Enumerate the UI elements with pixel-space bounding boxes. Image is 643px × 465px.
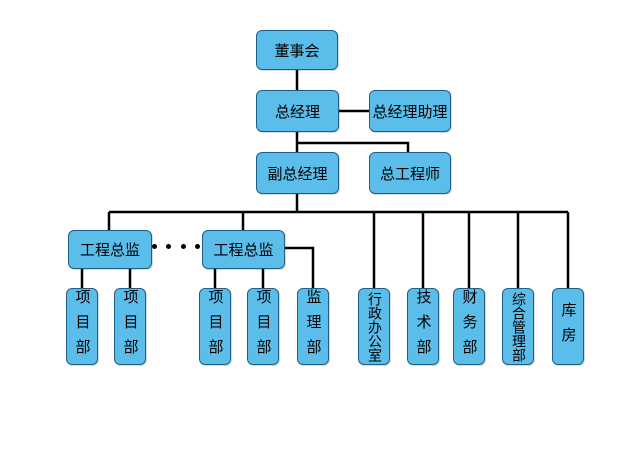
dot xyxy=(152,243,157,249)
deputy-gm-node: 副总经理 xyxy=(256,152,339,194)
gm-assistant-node: 总经理助理 xyxy=(369,90,451,132)
tech-dept-node: 技术部 xyxy=(407,288,439,365)
project-director-node-2: 工程总监 xyxy=(202,230,285,269)
project-dept-node-2: 项目部 xyxy=(114,288,146,365)
admin-office-node: 行政办公室 xyxy=(358,288,390,365)
ellipsis-dots xyxy=(152,236,200,256)
general-mgmt-dept-node: 综合管理部 xyxy=(502,288,534,365)
connector-supervision xyxy=(285,246,315,288)
connector-chief-engineer xyxy=(297,141,410,152)
finance-dept-node: 财务部 xyxy=(453,288,485,365)
project-dept-node-3: 项目部 xyxy=(199,288,231,365)
supervision-dept-node: 监理部 xyxy=(297,288,329,365)
warehouse-node: 库房 xyxy=(552,288,584,365)
dot xyxy=(180,243,186,249)
project-dept-node-1: 项目部 xyxy=(66,288,98,365)
dot xyxy=(194,243,200,249)
board-node: 董事会 xyxy=(256,30,338,70)
project-dept-node-4: 项目部 xyxy=(247,288,279,365)
general-manager-node: 总经理 xyxy=(256,90,339,132)
chief-engineer-node: 总工程师 xyxy=(369,152,451,194)
dot xyxy=(166,243,172,249)
project-director-node-1: 工程总监 xyxy=(68,230,152,269)
